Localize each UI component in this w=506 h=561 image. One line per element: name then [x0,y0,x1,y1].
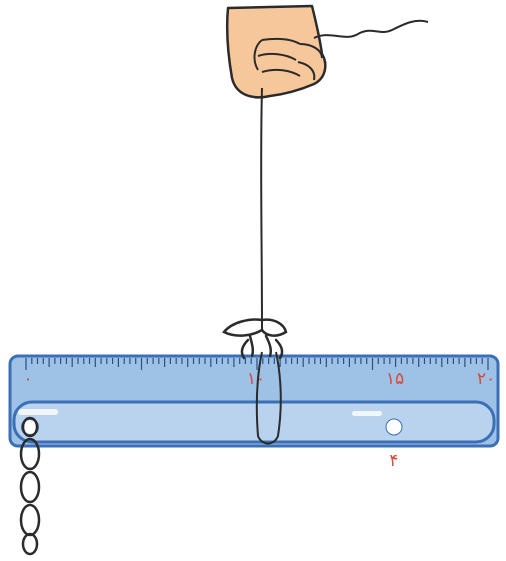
ruler-highlight [18,409,58,415]
hand-icon [227,6,325,97]
ruler-highlight [352,411,382,416]
ruler-label-0: ۰ [23,369,32,389]
ruler-label-10: ۱۰ [247,369,265,389]
ruler-groove [14,402,494,442]
string-tail [314,21,428,38]
ruler-hole [386,419,402,435]
hanging-string [261,88,262,330]
hole-label: ۴ [389,451,398,471]
ruler-label-20: ۲۰ [477,369,495,389]
ruler-label-15: ۱۵ [386,369,404,389]
